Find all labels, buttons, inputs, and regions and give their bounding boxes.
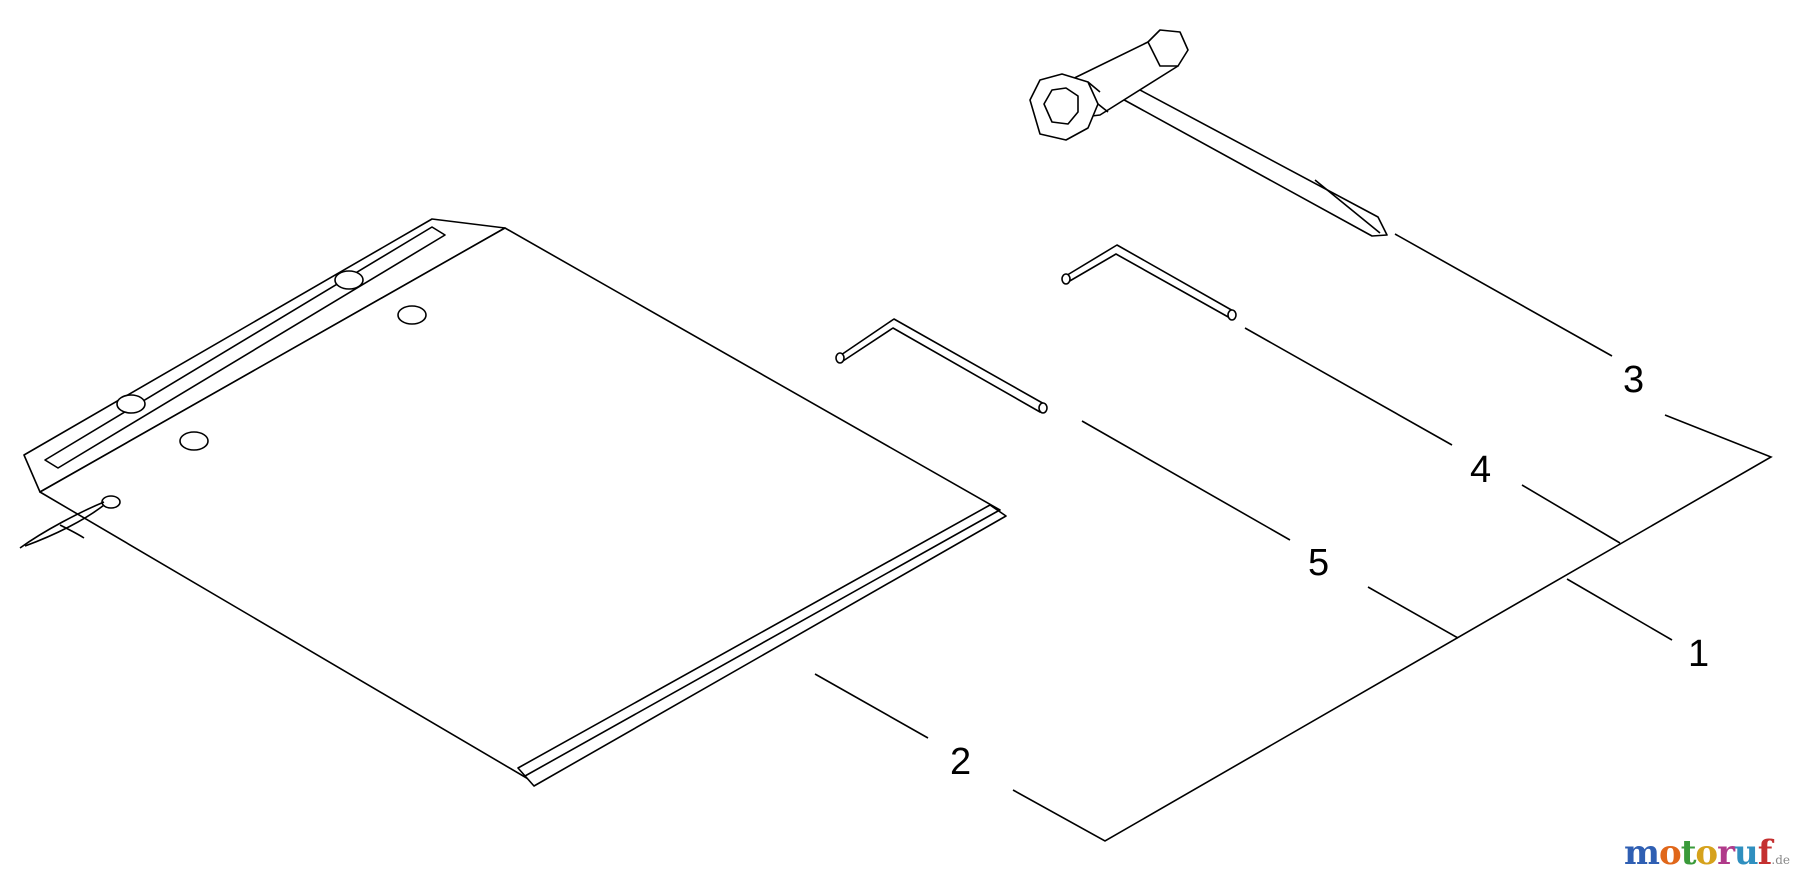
watermark-letter: m [1624,833,1660,873]
motoruf-watermark-logo: motoruf.de [1624,833,1790,873]
hex-key-small [1061,244,1237,321]
watermark-letter: o [1695,833,1718,873]
callout-2: 2 [950,741,971,783]
watermark-letter: u [1734,833,1759,873]
document-pouch [19,218,1007,787]
callout-4: 4 [1470,449,1491,491]
watermark-letter: o [1659,833,1682,873]
hex-key-large [835,318,1048,414]
watermark-letter: f [1757,833,1773,873]
watermark-letter: r [1717,833,1735,873]
callout-5: 5 [1308,542,1329,584]
spark-plug-wrench [1029,29,1388,237]
callout-1: 1 [1688,633,1709,675]
callout-lines [814,233,1773,842]
callout-3: 3 [1623,359,1644,401]
watermark-letter: t [1680,833,1697,873]
watermark-suffix: .de [1771,853,1790,867]
